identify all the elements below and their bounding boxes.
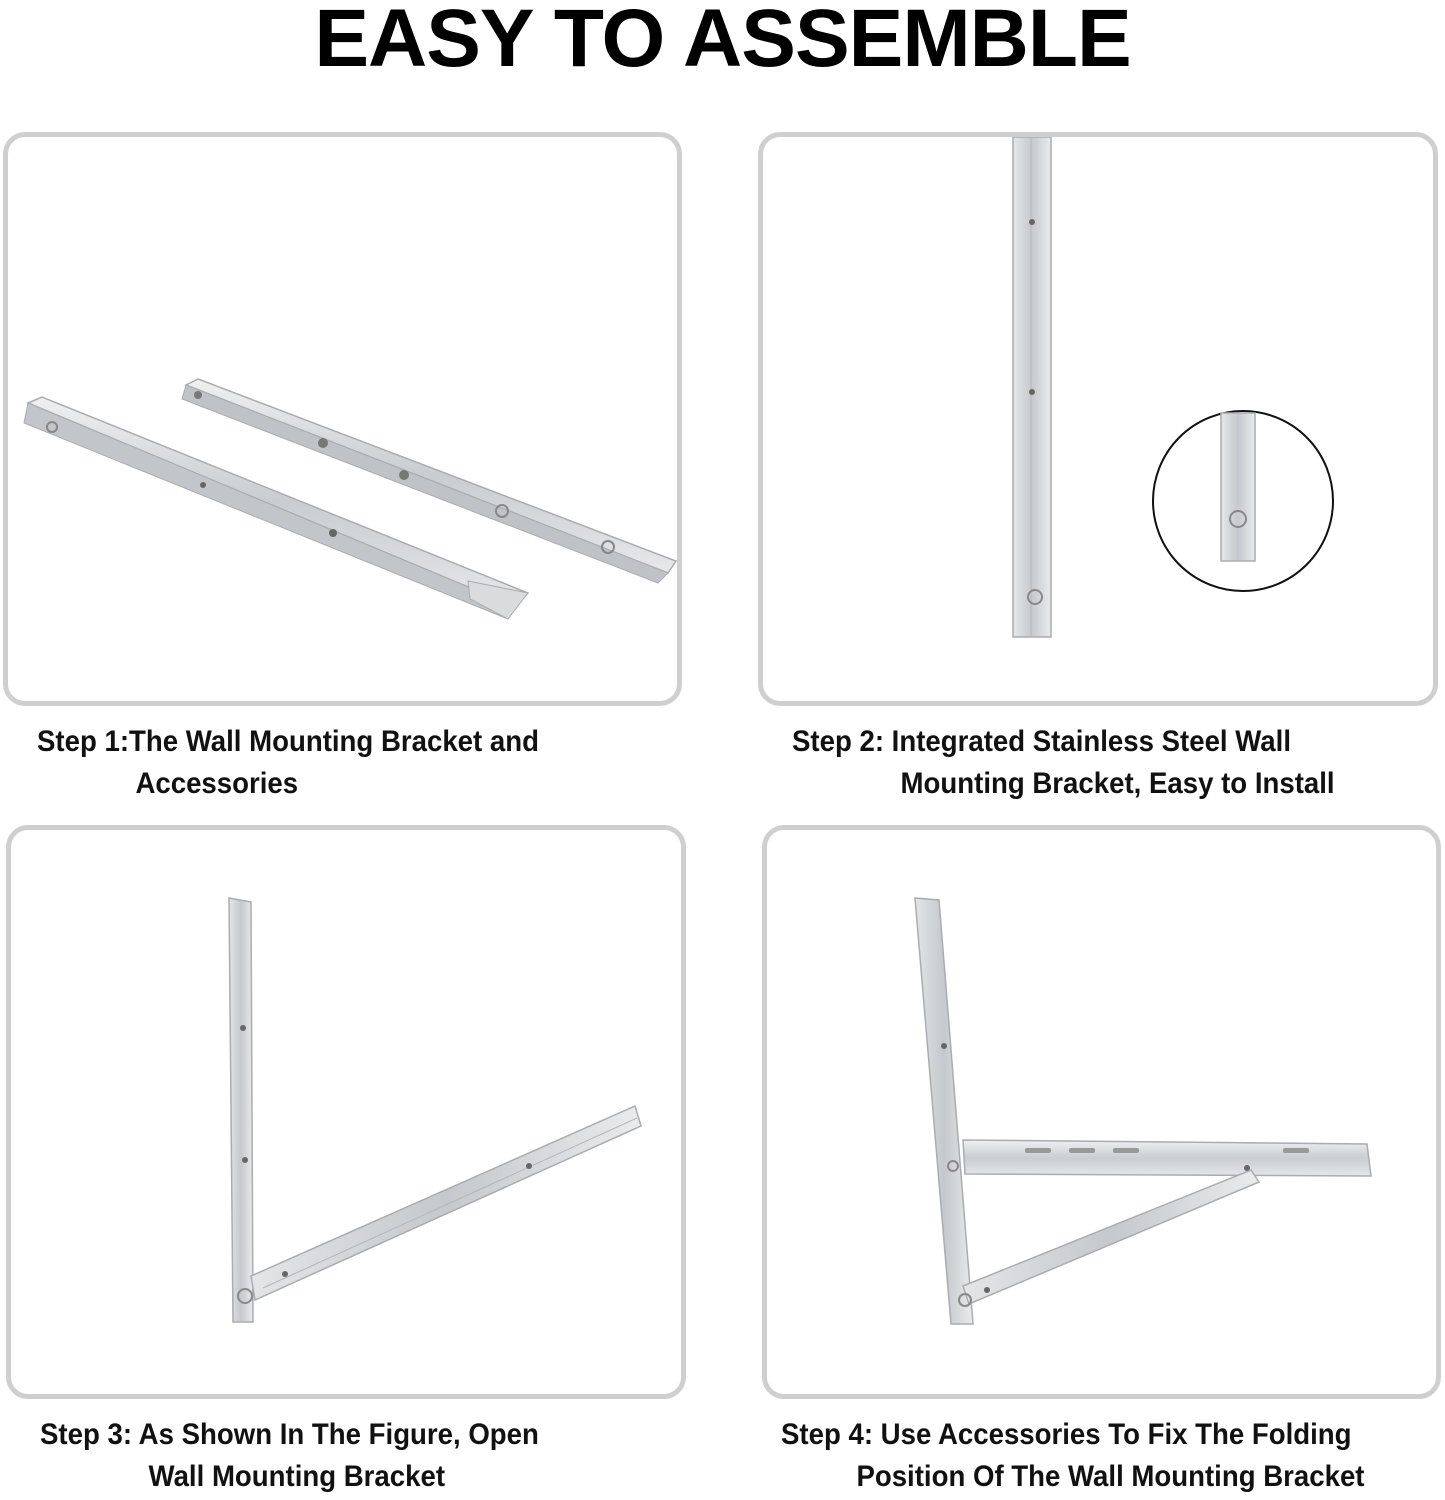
step-2-caption-line1: Step 2: Integrated Stainless Steel Wall (792, 725, 1291, 758)
step-1-caption: Step 1:The Wall Mounting Bracket and Acc… (37, 721, 539, 805)
zoom-circle (1152, 410, 1334, 592)
step-1-image (3, 132, 682, 706)
step-3-caption-line1: Step 3: As Shown In The Figure, Open (40, 1418, 539, 1451)
vertical-bracket-illustration (1012, 137, 1334, 638)
step-2-caption: Step 2: Integrated Stainless Steel Wall … (792, 721, 1335, 805)
opened-bracket-illustration (228, 897, 642, 1323)
step-3-caption-line2: Wall Mounting Bracket (148, 1460, 446, 1493)
step-3-caption: Step 3: As Shown In The Figure, Open Wal… (40, 1414, 539, 1498)
step-1-caption-line2: Accessories (135, 767, 299, 800)
step-4-caption-line2: Position Of The Wall Mounting Bracket (856, 1460, 1365, 1493)
vertical-rail (1012, 137, 1052, 638)
step-2-caption-line2: Mounting Bracket, Easy to Install (900, 767, 1335, 800)
rail-back (181, 378, 677, 584)
step-4-caption: Step 4: Use Accessories To Fix The Foldi… (781, 1414, 1364, 1498)
step-3-image (6, 825, 686, 1399)
vertical-rail (914, 897, 974, 1325)
page-title: EASY TO ASSEMBLE (314, 0, 1131, 84)
bracket-rails-illustration (23, 378, 677, 620)
vertical-rail (228, 897, 254, 1323)
step-2-image (758, 132, 1438, 706)
diagonal-brace (962, 1169, 1261, 1306)
diagonal-arm (250, 1104, 642, 1302)
assembled-bracket-illustration (914, 897, 1372, 1325)
step-1-caption-line1: Step 1:The Wall Mounting Bracket and (37, 725, 539, 758)
step-4-caption-line1: Step 4: Use Accessories To Fix The Foldi… (781, 1418, 1352, 1451)
rail-front (23, 396, 530, 620)
horizontal-arm (962, 1139, 1372, 1177)
step-4-image (762, 825, 1441, 1399)
